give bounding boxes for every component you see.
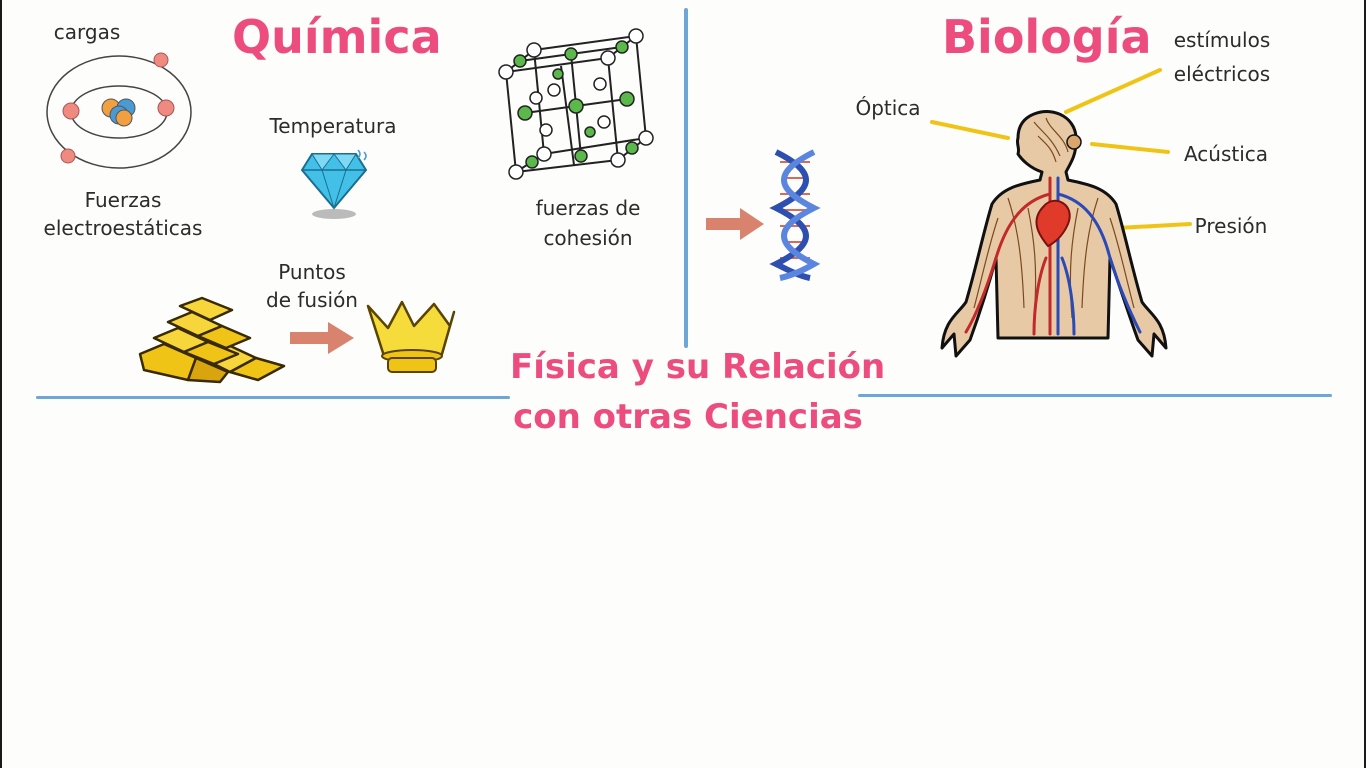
horizontal-divider-right [858,394,1332,397]
melting-label-line2: de fusión [266,288,358,312]
crown-icon [366,300,456,373]
frame-right-border [1364,0,1366,768]
atom-icon [46,52,192,169]
arrow-right-icon-biology [706,208,764,240]
gold-bars-icon [138,296,286,384]
acoustics-label: Acústica [1183,142,1269,166]
frame-left-border [0,0,2,768]
melting-label-line1: Puntos [278,260,346,284]
dna-icon [769,149,821,281]
electric-label-line2: eléctricos [1173,62,1271,86]
electrostatic-label-line1: Fuerzas [84,188,162,212]
crystal-lattice-icon [498,28,654,180]
human-body-icon [940,110,1168,358]
biology-title: Biología [942,10,1152,64]
main-title-line1: Física y su Relación [510,347,886,387]
cohesion-label-line2: cohesión [543,226,633,250]
charges-label: cargas [53,20,121,44]
main-title-line2: con otras Ciencias [513,397,863,437]
vertical-divider [684,8,688,348]
cohesion-label-line1: fuerzas de [535,196,641,220]
arrow-right-icon [290,322,354,354]
optics-label: Óptica [855,96,921,120]
pressure-label: Presión [1194,214,1268,238]
horizontal-divider-left [36,396,510,399]
electrostatic-label-line2: electroestáticas [43,216,203,240]
diamond-icon [300,149,368,219]
electric-label-line1: estímulos [1173,28,1271,52]
temperature-label: Temperatura [269,114,397,138]
chemistry-title: Química [232,10,442,64]
